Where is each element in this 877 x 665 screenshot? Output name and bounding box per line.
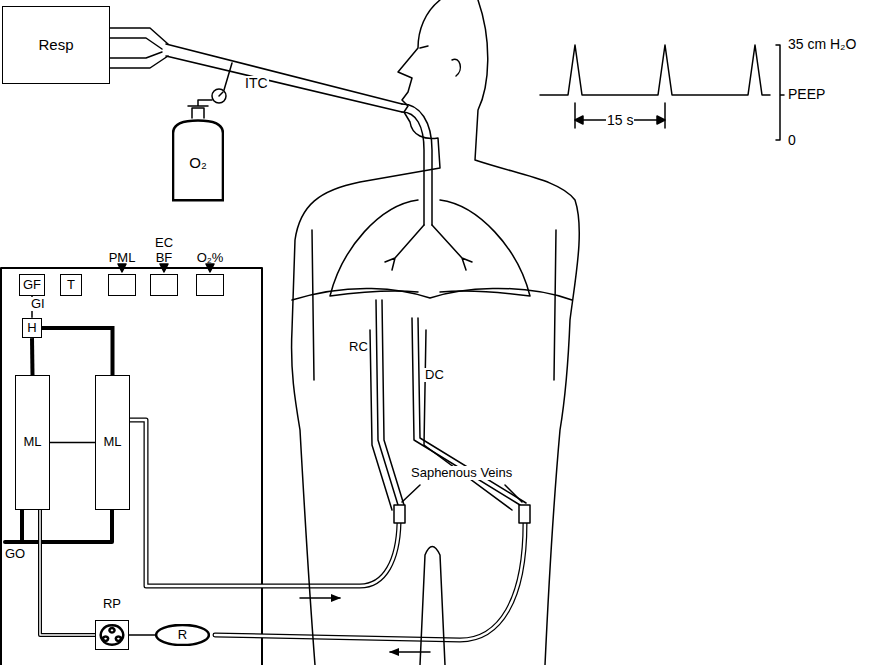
gas-flow-meter: GF — [19, 274, 45, 296]
reservoir: R — [155, 624, 210, 646]
node-label: Resp — [38, 37, 73, 54]
node-label: O₂% — [197, 251, 224, 265]
blood-line — [40, 510, 95, 635]
drainage-tube — [215, 523, 525, 640]
flow-arrow — [390, 651, 430, 653]
node-label: T — [67, 278, 75, 292]
pump-rollers — [96, 621, 128, 649]
node-label: GF — [23, 278, 41, 292]
diaphragm — [292, 288, 572, 300]
membrane-lung: ML — [15, 375, 50, 510]
connector-line — [50, 442, 95, 444]
connector-line — [129, 634, 155, 636]
bronchi — [385, 225, 472, 270]
cylinder-valve — [188, 100, 212, 118]
pressure-value: 0 — [787, 133, 797, 148]
roller-pump: RP — [95, 620, 129, 650]
node-label: EC BF — [155, 236, 173, 265]
node-label: O₂ — [189, 155, 207, 172]
pressure-waveform — [540, 45, 770, 95]
cannulation-site — [519, 505, 530, 523]
lung — [440, 200, 530, 296]
gas-line — [42, 328, 113, 375]
node-label: R — [178, 628, 187, 642]
oxygen-cylinder: O₂ — [172, 118, 224, 202]
part-label: DC — [424, 368, 445, 382]
respirator-tube — [110, 28, 168, 68]
part-label: ITC — [244, 76, 269, 91]
patient-outline — [420, 547, 445, 665]
node-label: ML — [23, 435, 41, 449]
flow-arrow — [300, 597, 340, 599]
endotracheal-tube — [402, 104, 432, 225]
scale-bracket — [776, 45, 784, 140]
console-housing — [1, 268, 262, 665]
edge-label: GI — [30, 297, 46, 311]
node-label: ML — [103, 435, 121, 449]
blood-flow-meter: EC BF — [150, 274, 178, 296]
respirator-tube — [166, 44, 402, 112]
pressure-label: PEEP — [787, 87, 826, 102]
oxygen-meter: O₂% — [196, 274, 224, 296]
ear — [452, 59, 460, 76]
gas-line — [30, 338, 35, 375]
interval-arrow — [575, 103, 665, 128]
patient-outline — [475, 0, 579, 665]
pressure-meter: PML — [108, 274, 136, 296]
leader-line — [402, 485, 522, 502]
time-interval: 15 s — [606, 113, 634, 128]
cannulation-site — [394, 505, 405, 523]
node-label: H — [27, 321, 36, 335]
pressure-value: 35 cm H₂O — [787, 37, 857, 52]
humidifier-box: H — [22, 318, 42, 338]
catheter — [376, 300, 404, 505]
temperature-meter: T — [60, 274, 82, 296]
respirator-box: Resp — [2, 6, 110, 84]
part-label: Saphenous Veins — [410, 466, 513, 480]
vein — [370, 330, 512, 510]
meter-marker — [118, 264, 214, 272]
node-label: PML — [109, 251, 136, 265]
return-tube — [130, 420, 399, 586]
part-label: RC — [348, 340, 369, 354]
membrane-lung: ML — [95, 375, 130, 510]
eye — [420, 46, 428, 48]
node-label: RP — [103, 597, 121, 611]
part-label: GO — [4, 547, 26, 561]
lung — [330, 200, 418, 296]
gas-outlet-line — [5, 510, 112, 542]
